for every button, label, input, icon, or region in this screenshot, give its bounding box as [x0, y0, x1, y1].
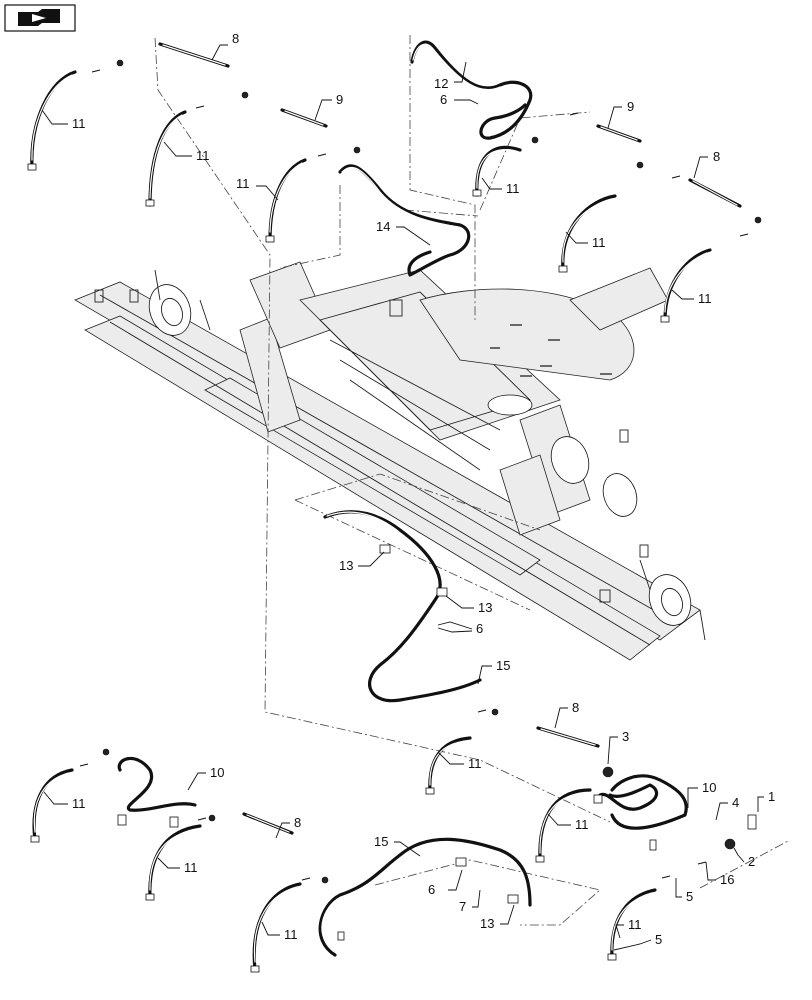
callout-11[interactable]: 11	[506, 181, 520, 196]
callout-8[interactable]: 8	[232, 31, 239, 46]
callout-5[interactable]: 5	[655, 932, 662, 947]
callout-11[interactable]: 11	[628, 917, 642, 932]
callout-16[interactable]: 16	[720, 872, 734, 887]
leader-lines	[41, 44, 764, 951]
callout-6[interactable]: 6	[428, 882, 435, 897]
callout-10[interactable]: 10	[210, 765, 224, 780]
callout-11[interactable]: 11	[72, 116, 86, 131]
arrow-book-icon[interactable]	[4, 4, 76, 32]
callout-4[interactable]: 4	[732, 795, 739, 810]
callout-15[interactable]: 15	[374, 834, 388, 849]
callout-11[interactable]: 11	[592, 235, 606, 250]
callout-11[interactable]: 11	[196, 148, 210, 163]
callout-9[interactable]: 9	[627, 99, 634, 114]
callout-5[interactable]: 5	[686, 889, 693, 904]
callout-6[interactable]: 6	[440, 92, 447, 107]
hose-assemblies	[30, 40, 742, 972]
callout-11[interactable]: 11	[575, 817, 589, 832]
callout-6[interactable]: 6	[476, 621, 483, 636]
callout-9[interactable]: 9	[336, 92, 343, 107]
toolbar-frame	[74, 261, 706, 661]
assembly-reference-lines	[154, 35, 791, 926]
callout-1[interactable]: 1	[768, 789, 775, 804]
callout-11[interactable]: 11	[184, 860, 198, 875]
callout-11[interactable]: 11	[468, 756, 482, 771]
callout-13[interactable]: 13	[339, 558, 353, 573]
callout-13[interactable]: 13	[478, 600, 492, 615]
callout-8[interactable]: 8	[294, 815, 301, 830]
callout-10[interactable]: 10	[702, 780, 716, 795]
callout-11[interactable]: 11	[236, 176, 250, 191]
callout-11[interactable]: 11	[72, 796, 86, 811]
callout-13[interactable]: 13	[480, 916, 494, 931]
callout-11[interactable]: 11	[698, 291, 712, 306]
callout-15[interactable]: 15	[496, 658, 510, 673]
callout-7[interactable]: 7	[459, 899, 466, 914]
callout-3[interactable]: 3	[622, 729, 629, 744]
callout-14[interactable]: 14	[376, 219, 390, 234]
callout-12[interactable]: 12	[434, 76, 448, 91]
fittings	[27, 59, 762, 973]
callout-8[interactable]: 8	[572, 700, 579, 715]
callout-2[interactable]: 2	[748, 854, 755, 869]
callout-8[interactable]: 8	[713, 149, 720, 164]
callout-11[interactable]: 11	[284, 927, 298, 942]
